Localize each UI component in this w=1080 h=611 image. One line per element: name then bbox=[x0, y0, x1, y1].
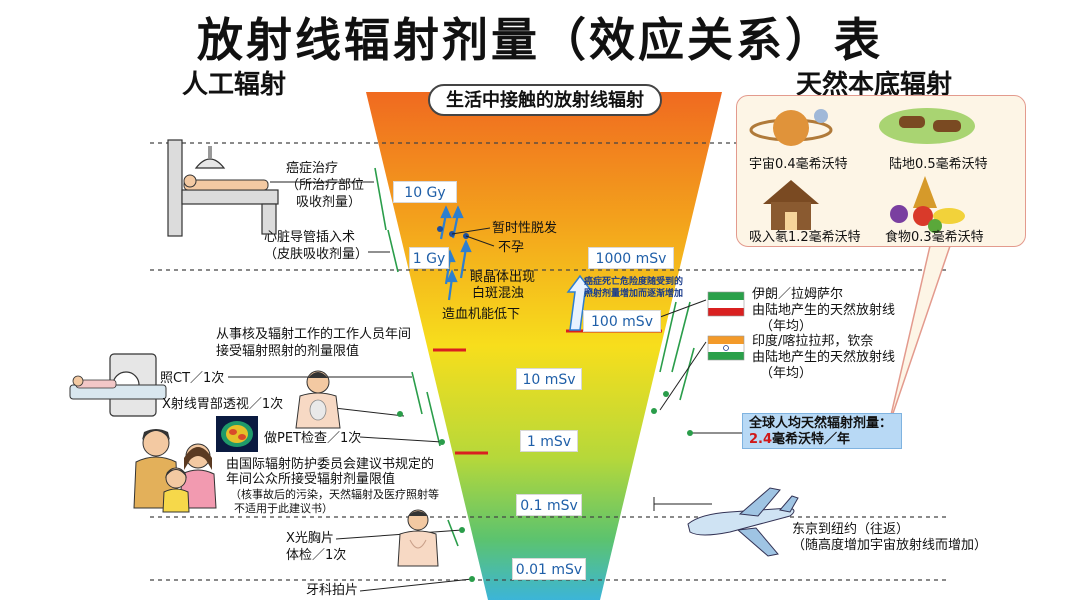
india-detail: 由陆地产生的天然放射线 bbox=[752, 350, 896, 365]
world-average-label: 全球人均天然辐射剂量： bbox=[749, 416, 893, 431]
cancer-risk-line-2: 照射剂量增加而逐渐增加 bbox=[584, 289, 684, 299]
chest-xray-label: X光胸片 bbox=[286, 531, 334, 546]
world-average-value: 2.4 bbox=[749, 432, 773, 447]
dose-1000msv: 1000 mSv bbox=[588, 247, 674, 269]
cancer-therapy-detail-1: （所治疗部位 bbox=[286, 178, 365, 193]
dose-1msv: 1 mSv bbox=[520, 430, 578, 452]
natural-radiation-panel: 宇宙0.4毫希沃特 陆地0.5毫希沃特 吸入氡1.2毫希沃特 食物0.3毫希沃特 bbox=[736, 95, 1026, 247]
dose-1gy: 1 Gy bbox=[409, 247, 449, 269]
therapy-machine-illustration bbox=[167, 139, 279, 237]
cancer-therapy-detail-2: 吸收剂量） bbox=[296, 195, 362, 210]
india-flag bbox=[707, 335, 745, 361]
india-avg: （年均） bbox=[760, 366, 813, 381]
iran-label: 伊朗／拉姆萨尔 bbox=[752, 287, 844, 302]
ct-scanner-illustration bbox=[69, 353, 167, 417]
effect-blood: 造血机能低下 bbox=[442, 307, 521, 322]
stomach-xray-illustration bbox=[295, 370, 341, 429]
effect-lens-1: 眼晶体出现 bbox=[470, 270, 536, 285]
iran-flag bbox=[707, 291, 745, 317]
panel-pointer bbox=[887, 245, 952, 429]
funnel-title: 生活中接触的放射线辐射 bbox=[428, 84, 662, 116]
public-limit-note-2: 不适用于此建议书） bbox=[234, 502, 333, 515]
cancer-therapy-label: 癌症治疗 bbox=[286, 161, 339, 176]
pet-label: 做PET检查／1次 bbox=[264, 431, 362, 446]
public-limit-line-1: 由国际辐射防护委员会建议书规定的 bbox=[226, 457, 435, 472]
ct-label: 照CT／1次 bbox=[160, 371, 225, 386]
cardiac-catheter-detail: （皮肤吸收剂量） bbox=[264, 247, 369, 262]
iran-avg: （年均） bbox=[760, 319, 813, 334]
artificial-radiation-heading: 人工辐射 bbox=[182, 70, 287, 100]
worker-limit-line-1: 从事核及辐射工作的工作人员年间 bbox=[216, 327, 412, 342]
world-average-box: 全球人均天然辐射剂量： 2.4毫希沃特／年 bbox=[742, 413, 902, 449]
page-title: 放射线辐射剂量（效应关系）表 bbox=[197, 13, 883, 67]
radon-label: 吸入氡1.2毫希沃特 bbox=[749, 230, 861, 245]
dose-10gy: 10 Gy bbox=[393, 181, 457, 203]
dose-100msv: 100 mSv bbox=[583, 310, 661, 332]
flight-detail: （随高度增加宇宙放射线而增加） bbox=[792, 538, 988, 553]
india-label: 印度/喀拉拉邦，钦奈 bbox=[752, 334, 874, 349]
stomach-xray-label: X射线胃部透视／1次 bbox=[162, 397, 284, 412]
food-icon bbox=[890, 176, 965, 233]
chest-xray-illustration bbox=[397, 509, 439, 567]
airplane-icon bbox=[687, 487, 799, 557]
ground-label: 陆地0.5毫希沃特 bbox=[889, 157, 988, 172]
dose-10msv: 10 mSv bbox=[516, 368, 582, 390]
cosmic-label: 宇宙0.4毫希沃特 bbox=[749, 157, 848, 172]
effect-infertility: 不孕 bbox=[498, 240, 525, 255]
public-limit-line-2: 年间公众所接受辐射剂量限值 bbox=[226, 472, 396, 487]
rising-arrow bbox=[566, 274, 594, 331]
pet-scan-image bbox=[216, 416, 258, 452]
family-illustration bbox=[133, 429, 217, 513]
effect-lens-2: 白斑混浊 bbox=[472, 286, 525, 301]
chest-xray-detail: 体检／1次 bbox=[286, 548, 347, 563]
dose-01msv: 0.1 mSv bbox=[516, 494, 582, 516]
effect-hair-loss: 暂时性脱发 bbox=[492, 221, 558, 236]
horses-icon bbox=[879, 108, 975, 144]
cardiac-catheter-label: 心脏导管插入术 bbox=[264, 230, 356, 245]
public-limit-note-1: （核事故后的污染，天然辐射及医疗照射等 bbox=[230, 488, 439, 501]
house-icon bbox=[763, 180, 819, 230]
world-average-unit: 毫希沃特／年 bbox=[772, 432, 851, 447]
cancer-risk-line-1: 癌症死亡危险度随受到的 bbox=[584, 277, 684, 287]
worker-limit-line-2: 接受辐射照射的剂量限值 bbox=[216, 344, 360, 359]
flight-label: 东京到纽约（往返） bbox=[792, 522, 910, 537]
food-label: 食物0.3毫希沃特 bbox=[885, 230, 984, 245]
dose-funnel bbox=[366, 92, 722, 600]
planet-icon bbox=[749, 109, 833, 146]
iran-detail: 由陆地产生的天然放射线 bbox=[752, 303, 896, 318]
dental-xray-label: 牙科拍片 bbox=[306, 583, 359, 598]
dose-001msv: 0.01 mSv bbox=[512, 558, 586, 580]
